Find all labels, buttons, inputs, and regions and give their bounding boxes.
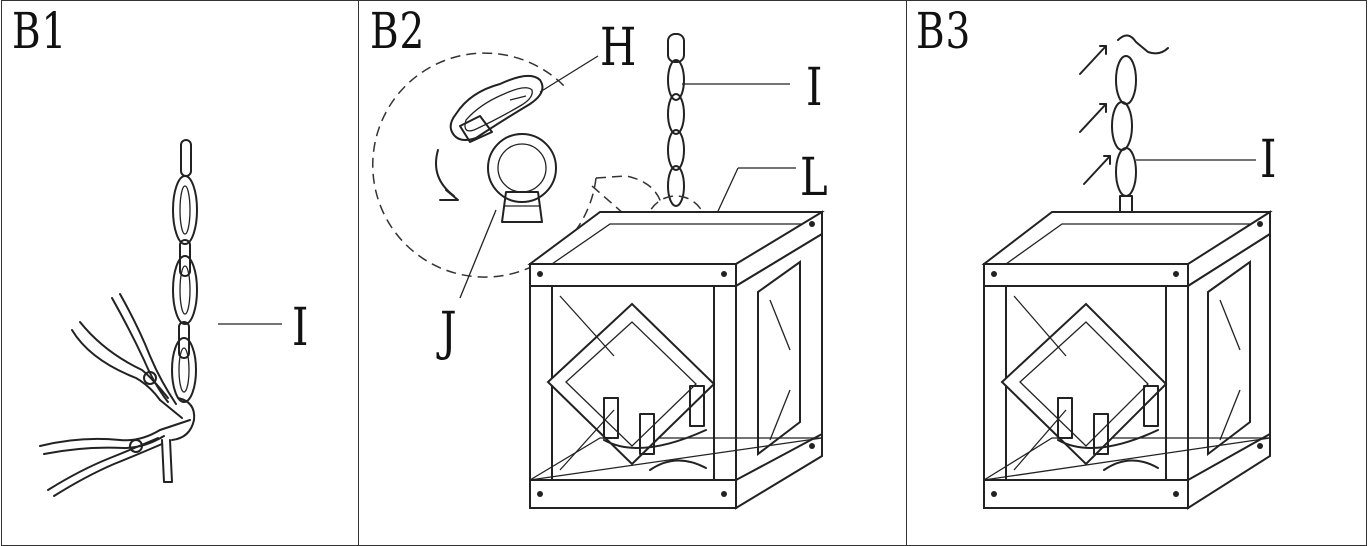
callout-j: J xyxy=(440,302,457,362)
lantern-frame-icon-b3 xyxy=(981,210,1273,510)
callout-i-b2: I xyxy=(806,58,823,118)
callout-i-b1: I xyxy=(292,298,309,358)
leader-line-h xyxy=(539,55,599,93)
up-arrow-icon xyxy=(1079,45,1111,185)
ring-loop-icon xyxy=(487,133,557,223)
step-label-b1: B1 xyxy=(12,2,68,60)
pliers-icon xyxy=(39,293,191,497)
leader-line-j xyxy=(459,209,497,299)
rotate-arrow-icon xyxy=(435,149,455,197)
callout-h: H xyxy=(600,18,637,78)
callout-i-b3: I xyxy=(1260,130,1277,190)
step-label-b2: B2 xyxy=(370,2,426,60)
chain-icon xyxy=(161,139,198,483)
lantern-frame-icon xyxy=(527,210,825,510)
quick-link-icon xyxy=(449,74,544,143)
callout-l: L xyxy=(800,148,828,208)
step-label-b3: B3 xyxy=(916,2,972,60)
